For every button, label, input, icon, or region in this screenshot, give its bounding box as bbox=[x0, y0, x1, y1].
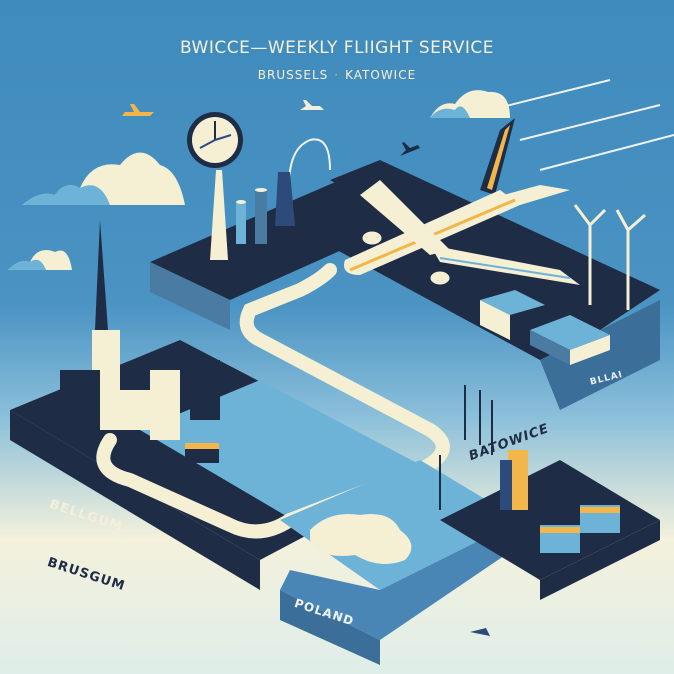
route-separator: · bbox=[334, 68, 340, 82]
poster-title: BWICCE—WEEKLY FLIIGHT SERVICE bbox=[180, 38, 494, 58]
destination-city: KATOWICE bbox=[345, 68, 417, 82]
airplane-icon bbox=[400, 142, 420, 156]
chimney-towers bbox=[236, 172, 295, 244]
cathedral-icon bbox=[60, 220, 220, 440]
airplane-icon bbox=[300, 100, 324, 110]
poland-platform bbox=[280, 460, 520, 665]
airplane-icon bbox=[122, 104, 154, 116]
streetlamp bbox=[439, 385, 493, 510]
cloud-icon bbox=[22, 152, 185, 205]
airport-platform bbox=[300, 160, 660, 410]
airplane-icon bbox=[344, 118, 580, 286]
cloud-icon bbox=[430, 90, 510, 118]
wind-turbine-icon bbox=[573, 204, 646, 310]
flight-route bbox=[96, 263, 450, 539]
cloud-icon bbox=[8, 249, 72, 270]
terminal-buildings bbox=[480, 290, 610, 365]
airplane-icon bbox=[470, 628, 490, 636]
clock-icon bbox=[187, 112, 243, 260]
bus-icon bbox=[185, 443, 219, 463]
origin-city: BRUSSELS bbox=[257, 68, 329, 82]
route-subtitle: BRUSSELS · KATOWICE bbox=[0, 68, 674, 82]
katowice-platform bbox=[440, 450, 660, 600]
factory-icon bbox=[540, 505, 620, 553]
